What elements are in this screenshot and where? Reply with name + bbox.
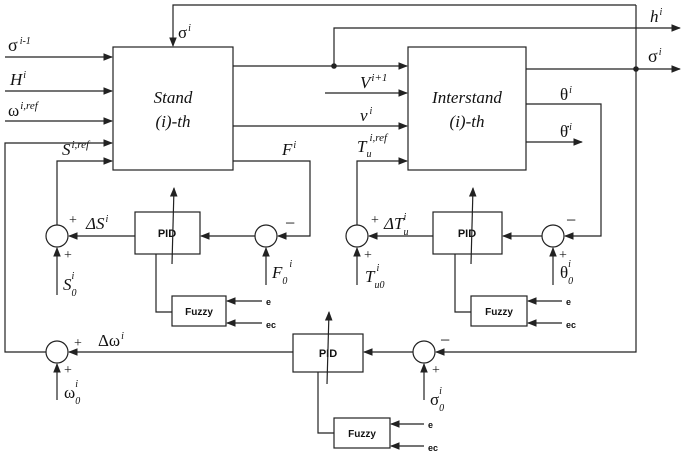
wire-fuzzy-stand-tune — [169, 187, 178, 265]
sign-gap-plus-right: + — [69, 213, 77, 228]
label-theta: θi — [560, 85, 572, 104]
interstand-block-subtitle: (i)-th — [450, 112, 485, 131]
fuzzy-inter-e-label: e — [566, 297, 571, 307]
wire-sigma-feedback-top — [169, 4, 636, 47]
fuzzy-block-stand — [171, 295, 227, 327]
fuzzy-block-interstand — [470, 295, 528, 327]
label-omega0: ω0i — [64, 379, 80, 407]
stand-block-subtitle: (i)-th — [156, 112, 191, 131]
sign-speed-plus-bottom: + — [64, 363, 72, 378]
label-Tu-ref: Tui,ref — [357, 132, 389, 160]
sum-junction-looper — [541, 224, 565, 248]
label-theta0: θ0i — [560, 259, 573, 287]
wire-F-feedback — [233, 160, 311, 240]
wire-omega-loop — [4, 139, 113, 353]
sign-tension-plus-bottom: + — [364, 248, 372, 263]
pid-label-interstand: PID — [458, 228, 476, 240]
fuzzy-stand-ec-label: ec — [266, 320, 276, 330]
wire-sigma-bus — [435, 5, 637, 356]
stand-block-title: Stand — [154, 88, 193, 107]
label-delta-omega: Δωi — [98, 331, 124, 350]
sum-junction-speed — [45, 340, 69, 364]
fuzzy-label-speed: Fuzzy — [348, 429, 376, 440]
sign-gap-plus-bottom: + — [64, 248, 72, 263]
label-F: Fi — [281, 140, 296, 159]
label-Tu0: Tu0i — [365, 263, 384, 291]
interstand-block — [407, 46, 527, 171]
junction-dot-sigma — [633, 66, 639, 72]
label-H: Hi — [9, 70, 26, 89]
label-V-next: Vi+1 — [360, 72, 387, 92]
fuzzy-stand-e-label: e — [266, 297, 271, 307]
wire-fuzzy-speed-in — [317, 372, 334, 434]
wire-h-out — [333, 24, 681, 66]
sum-junction-tension — [345, 224, 369, 248]
label-theta-dot: θ̇i — [560, 122, 572, 141]
sign-stress-minus: − — [440, 330, 450, 350]
pid-block-stand — [134, 211, 201, 255]
junction-dot-h — [331, 63, 337, 69]
label-delta-Tu: ΔTui — [383, 212, 408, 238]
sum-junction-stress — [412, 340, 436, 364]
label-S-ref: Si,ref — [62, 139, 91, 159]
label-sigma0: σ0i — [430, 386, 444, 414]
pid-label-stand: PID — [158, 228, 176, 240]
wire-fuzzy-inter-tune — [468, 187, 477, 265]
pid-block-interstand — [432, 211, 503, 255]
label-omega-ref: ωi,ref — [8, 100, 40, 120]
wire-fuzzy-stand-in — [155, 254, 172, 313]
label-S0: S0i — [63, 271, 77, 299]
wire-theta — [526, 103, 602, 240]
label-F0: F0i — [271, 259, 292, 287]
sign-force-minus: − — [285, 213, 295, 233]
fuzzy-label-interstand: Fuzzy — [485, 307, 513, 318]
stand-block — [112, 46, 234, 171]
sign-looper-plus: + — [559, 248, 567, 263]
label-sigma-top: σi — [178, 23, 191, 42]
wire-fuzzy-speed-tune — [324, 311, 333, 385]
fuzzy-speed-ec-label: ec — [428, 443, 438, 453]
label-delta-S: ΔSi — [85, 214, 108, 233]
fuzzy-inter-ec-label: ec — [566, 320, 576, 330]
label-sigma-out: σi — [648, 46, 662, 66]
wire-fuzzy-inter-in — [454, 254, 471, 313]
sum-junction-gap — [45, 224, 69, 248]
fuzzy-label-stand: Fuzzy — [185, 307, 213, 318]
sign-looper-minus: − — [566, 210, 576, 230]
fuzzy-speed-e-label: e — [428, 420, 433, 430]
wire-Tu-ref — [356, 157, 408, 225]
label-h-out: hi — [650, 7, 663, 26]
sign-speed-plus-right: + — [74, 336, 82, 351]
interstand-block-title: Interstand — [431, 88, 502, 107]
fuzzy-block-speed — [333, 417, 391, 449]
sign-stress-plus: + — [432, 363, 440, 378]
sign-tension-plus-right: + — [371, 213, 379, 228]
sum-junction-force — [254, 224, 278, 248]
wire-S-ref — [56, 157, 113, 225]
